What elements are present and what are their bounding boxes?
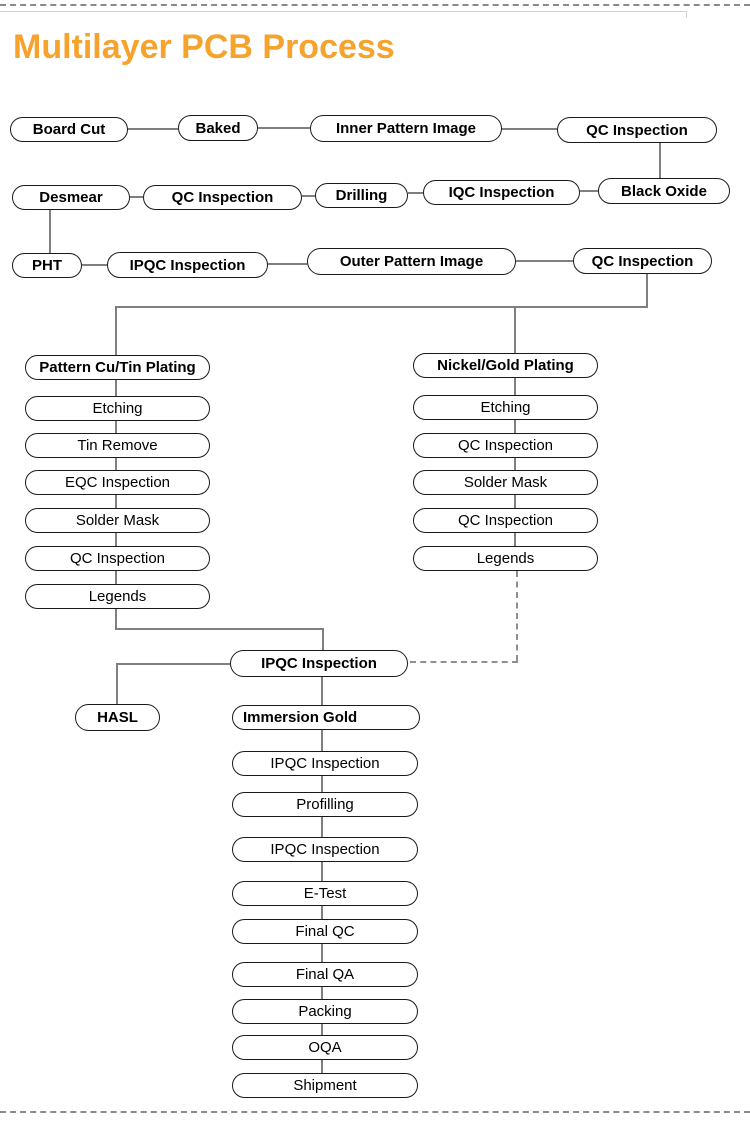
- node-legends-right: Legends: [413, 546, 598, 571]
- connector-line: [321, 862, 323, 881]
- node-baked: Baked: [178, 115, 258, 141]
- node-ipqc-inspection-3: IPQC Inspection: [232, 751, 418, 776]
- connector-line: [115, 306, 648, 308]
- connector-line: [116, 663, 230, 665]
- connector-line: [115, 495, 117, 508]
- node-drilling: Drilling: [315, 183, 408, 208]
- connector-line: [268, 263, 307, 265]
- connector-line: [115, 571, 117, 584]
- node-final-qa: Final QA: [232, 962, 418, 987]
- connector-line: [321, 776, 323, 792]
- connector-line: [408, 192, 423, 194]
- node-tin-remove: Tin Remove: [25, 433, 210, 458]
- node-ipqc-inspection-4: IPQC Inspection: [232, 837, 418, 862]
- node-qc-inspection-right-2: QC Inspection: [413, 508, 598, 533]
- bottom-dashed-border: [0, 1111, 750, 1113]
- connector-line: [115, 609, 117, 630]
- node-qc-inspection-1: QC Inspection: [557, 117, 717, 143]
- connector-line: [116, 663, 118, 704]
- connector-line: [258, 127, 310, 129]
- connector-line: [514, 458, 516, 470]
- connector-line: [514, 495, 516, 508]
- node-oqa: OQA: [232, 1035, 418, 1060]
- node-qc-inspection-3: QC Inspection: [573, 248, 712, 274]
- node-board-cut: Board Cut: [10, 117, 128, 142]
- connector-line: [659, 142, 661, 178]
- node-solder-mask-left: Solder Mask: [25, 508, 210, 533]
- node-etching-right: Etching: [413, 395, 598, 420]
- connector-line: [115, 628, 324, 630]
- connector-line: [321, 1060, 323, 1073]
- connector-line: [128, 128, 178, 130]
- connector-line: [321, 1024, 323, 1035]
- node-black-oxide: Black Oxide: [598, 178, 730, 204]
- node-inner-pattern-image: Inner Pattern Image: [310, 115, 502, 142]
- node-e-test: E-Test: [232, 881, 418, 906]
- connector-line: [82, 264, 107, 266]
- node-desmear: Desmear: [12, 185, 130, 210]
- node-qc-inspection-2: QC Inspection: [143, 185, 302, 210]
- node-final-qc: Final QC: [232, 919, 418, 944]
- node-immersion-gold: Immersion Gold: [232, 705, 420, 730]
- node-hasl: HASL: [75, 704, 160, 731]
- connector-line: [321, 944, 323, 962]
- connector-line: [49, 210, 51, 253]
- node-packing: Packing: [232, 999, 418, 1024]
- connector-line: [580, 190, 598, 192]
- connector-line: [321, 987, 323, 999]
- top-dashed-border: [0, 4, 750, 6]
- connector-line: [646, 274, 648, 308]
- node-ipqc-inspection-1: IPQC Inspection: [107, 252, 268, 278]
- connector-line: [321, 730, 323, 751]
- connector-line: [514, 306, 516, 353]
- node-pht: PHT: [12, 253, 82, 278]
- faint-border-line: [0, 11, 686, 12]
- connector-line: [302, 195, 315, 197]
- connector-line: [516, 260, 573, 262]
- connector-line: [321, 817, 323, 837]
- connector-line: [502, 128, 557, 130]
- connector-line: [322, 628, 324, 650]
- connector-line: [115, 380, 117, 396]
- page-title: Multilayer PCB Process: [13, 28, 395, 66]
- connector-line: [115, 458, 117, 470]
- dashed-connector-line: [516, 571, 518, 661]
- connector-line: [115, 421, 117, 433]
- connector-line: [130, 196, 143, 198]
- connector-line: [514, 378, 516, 395]
- node-qc-inspection-right-1: QC Inspection: [413, 433, 598, 458]
- node-solder-mask-right: Solder Mask: [413, 470, 598, 495]
- connector-line: [321, 906, 323, 919]
- node-iqc-inspection: IQC Inspection: [423, 180, 580, 205]
- connector-line: [321, 677, 323, 705]
- node-ipqc-inspection-2: IPQC Inspection: [230, 650, 408, 677]
- connector-line: [115, 306, 117, 355]
- dashed-connector-line: [410, 661, 518, 663]
- node-shipment: Shipment: [232, 1073, 418, 1098]
- node-outer-pattern-image: Outer Pattern Image: [307, 248, 516, 275]
- node-legends-left: Legends: [25, 584, 210, 609]
- connector-line: [514, 420, 516, 433]
- connector-line: [514, 533, 516, 546]
- node-etching-left: Etching: [25, 396, 210, 421]
- node-profilling: Profilling: [232, 792, 418, 817]
- faint-border-tick: [686, 11, 687, 18]
- node-eqc-inspection: EQC Inspection: [25, 470, 210, 495]
- connector-line: [115, 533, 117, 546]
- node-pattern-cu-tin-plating: Pattern Cu/Tin Plating: [25, 355, 210, 380]
- node-nickel-gold-plating: Nickel/Gold Plating: [413, 353, 598, 378]
- node-qc-inspection-left: QC Inspection: [25, 546, 210, 571]
